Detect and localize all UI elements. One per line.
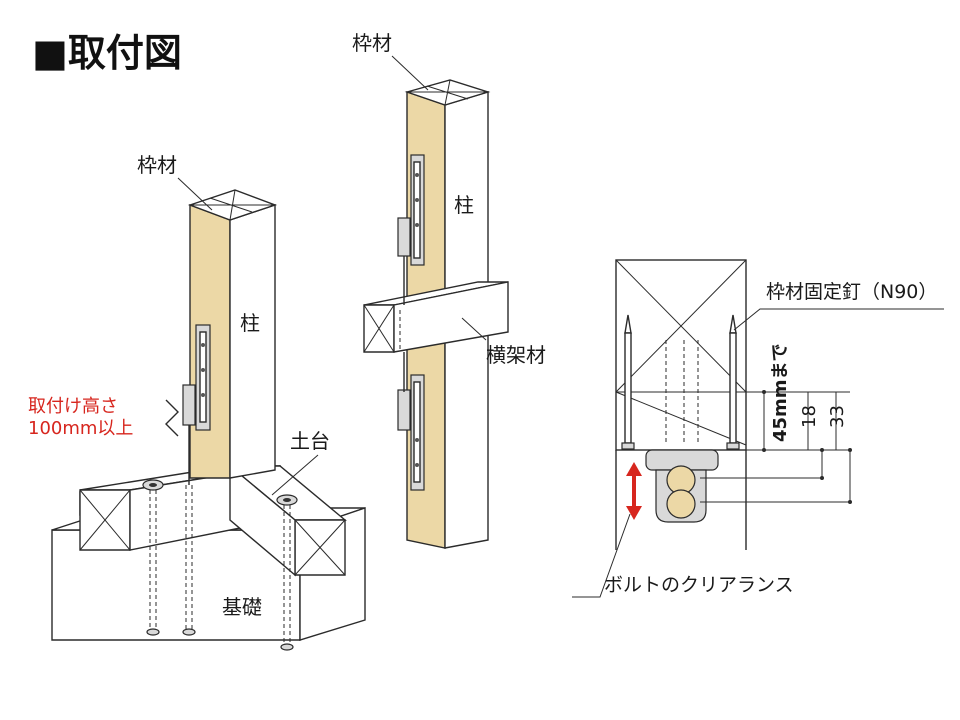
post-label-left: 柱 — [240, 311, 260, 335]
beam-leader — [461, 317, 487, 341]
frame-section — [615, 259, 747, 550]
clearance-label: ボルトのクリアランス — [604, 574, 794, 596]
clearance-leader — [572, 513, 631, 598]
depth-label: 45mmまで — [770, 343, 791, 442]
frame-label-left: 枠材 — [137, 153, 177, 177]
frame-label-middle: 枠材 — [352, 31, 392, 55]
sill-leader — [271, 454, 319, 496]
frame-leader-left — [177, 177, 213, 211]
middle-hinge-upper — [397, 154, 425, 305]
height-label-line2: 100mm以上 — [28, 418, 133, 439]
beam-label: 横架材 — [486, 343, 546, 367]
right-figure: 枠材固定釘（N90） 45mmまで 18 33 ボルトのクリアランス — [572, 259, 944, 598]
nail-label: 枠材固定釘（N90） — [766, 281, 937, 303]
dimension-lines — [700, 390, 852, 504]
clearance-arrow — [626, 462, 642, 520]
foundation-label: 基礎 — [222, 595, 262, 619]
height-bracket-mark — [165, 399, 179, 437]
hinge-profile — [645, 449, 719, 523]
fixing-nails — [621, 314, 740, 450]
sill-beam-branch — [228, 464, 347, 577]
anchor-bolts — [142, 479, 298, 651]
post-label-middle: 柱 — [454, 193, 474, 217]
frame-leader-middle — [391, 55, 429, 91]
height-label-line1: 取付け高さ — [28, 396, 118, 417]
left-hinge-bracket — [182, 324, 211, 485]
nail-leader — [733, 308, 944, 331]
dim-18-label: 18 — [799, 405, 820, 428]
middle-figure: 枠材 柱 横架材 — [352, 31, 546, 549]
left-figure: 枠材 柱 取付け高さ 100mm以上 土台 基礎 — [28, 153, 366, 651]
page-title: ■取付図 — [32, 31, 182, 75]
middle-hinge-lower — [397, 352, 425, 491]
dim-33-label: 33 — [827, 405, 848, 428]
sill-label: 土台 — [290, 429, 330, 453]
